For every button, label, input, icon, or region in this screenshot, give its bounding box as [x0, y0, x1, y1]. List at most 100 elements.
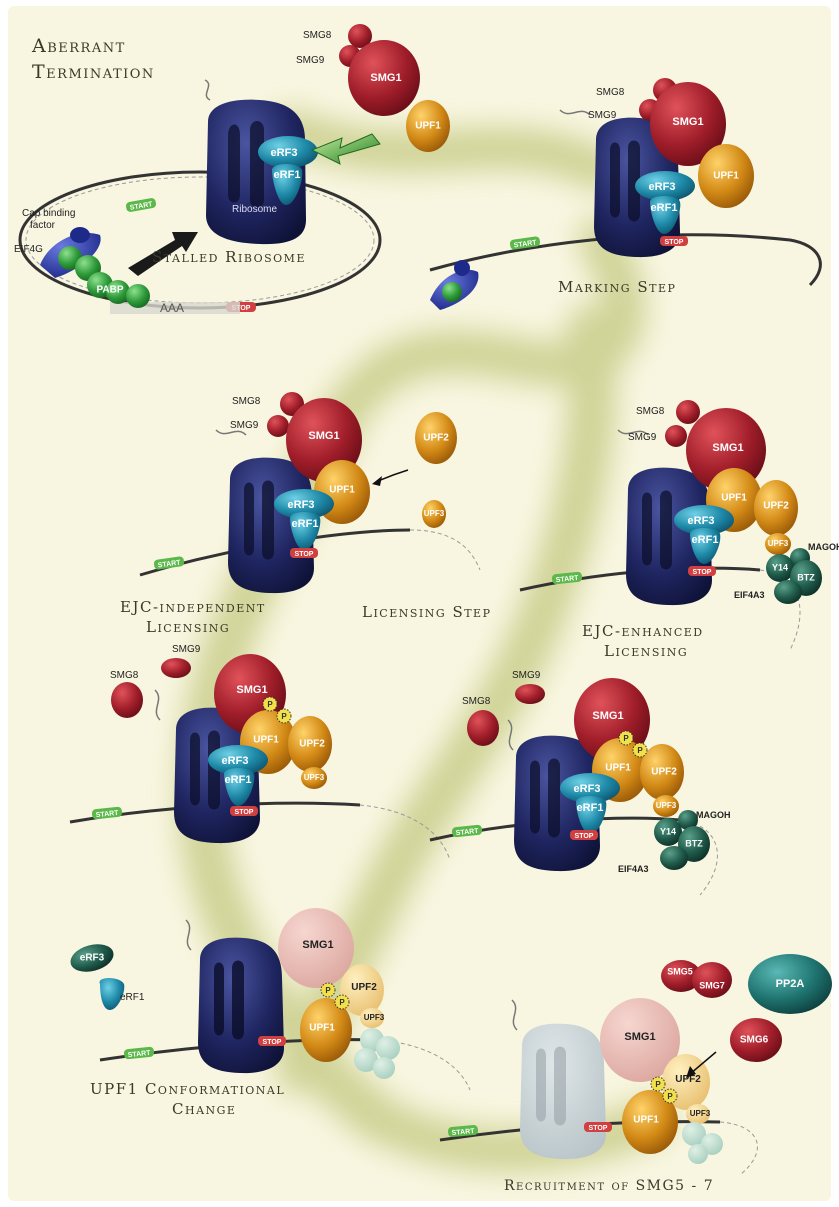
erf3-label: eRF3: [271, 147, 298, 159]
panel-upf1-conformational-change: eRF3 eRF1 SMG1 UPF2 UPF1 UPF3 P P START …: [70, 908, 471, 1118]
svg-text:eRF1: eRF1: [120, 992, 145, 1003]
polya-tail-label: AAA: [160, 301, 184, 315]
panel-marking-step: SMG1 UPF1 eRF3 eRF1 SMG8 SMG9 START STOP…: [429, 78, 822, 310]
svg-text:P: P: [637, 746, 643, 755]
svg-text:eRF1: eRF1: [577, 802, 604, 814]
phosphate-icon: [262, 696, 278, 712]
svg-text:STOP: STOP: [693, 569, 712, 576]
svg-text:eRF1: eRF1: [292, 518, 319, 530]
upf1-protein: [406, 100, 450, 152]
svg-text:SMG9: SMG9: [628, 432, 657, 443]
smg8-label: SMG8: [303, 30, 332, 41]
svg-text:SMG8: SMG8: [110, 670, 139, 681]
svg-text:SMG8: SMG8: [636, 406, 665, 417]
svg-text:UPF2: UPF2: [651, 767, 677, 778]
svg-text:UPF3: UPF3: [304, 773, 325, 782]
phosphate-icon: [618, 730, 634, 746]
svg-text:SMG1: SMG1: [712, 442, 743, 454]
eif4g-label: EIF4G: [14, 244, 43, 255]
svg-text:UPF1: UPF1: [713, 171, 739, 182]
svg-text:START: START: [451, 1128, 475, 1137]
panel-stalled-ribosome: Ribosome eRF3 eRF1 START STOP AAA PABP C…: [14, 35, 382, 315]
svg-text:P: P: [325, 986, 331, 995]
svg-text:START: START: [555, 575, 579, 584]
svg-text:SMG1: SMG1: [236, 684, 267, 696]
cap-binding-factor: [70, 227, 90, 243]
svg-text:eRF1: eRF1: [225, 774, 252, 786]
svg-text:eRF3: eRF3: [222, 755, 249, 767]
svg-text:START: START: [157, 559, 181, 569]
title-ejc-enhanced-1: EJC-enhanced: [582, 622, 704, 640]
svg-text:SMG1: SMG1: [302, 939, 333, 951]
svg-text:UPF2: UPF2: [675, 1074, 701, 1085]
svg-text:EIF4A3: EIF4A3: [734, 590, 765, 600]
svg-text:EIF4A3: EIF4A3: [618, 864, 649, 874]
smg1-complex-free: SMG1 UPF1 SMG8 SMG9: [296, 24, 450, 152]
svg-text:SMG1: SMG1: [672, 116, 703, 128]
panel-phosphorylation-right: SMG8 SMG9 SMG1 UPF1 UPF2 UPF3 P P eRF3 e…: [429, 670, 731, 896]
svg-text:SMG8: SMG8: [462, 696, 491, 707]
svg-text:SMG9: SMG9: [512, 670, 541, 681]
svg-text:BTZ: BTZ: [797, 572, 815, 582]
svg-text:UPF1: UPF1: [605, 763, 631, 774]
svg-text:START: START: [127, 1050, 151, 1059]
svg-text:UPF3: UPF3: [768, 539, 789, 548]
svg-text:SMG8: SMG8: [596, 87, 625, 98]
title-upf1-change-1: UPF1 Conformational: [90, 1080, 285, 1098]
svg-text:SMG6: SMG6: [740, 1035, 769, 1046]
stall-arrow-icon: [128, 232, 198, 276]
phosphate-icon: [632, 742, 648, 758]
smg1-protein: [348, 40, 420, 116]
svg-text:Y14: Y14: [772, 562, 788, 572]
svg-text:P: P: [623, 734, 629, 743]
svg-text:PP2A: PP2A: [776, 978, 805, 990]
svg-text:UPF1: UPF1: [721, 493, 747, 504]
erf1-protein: [272, 164, 303, 205]
phosphate-icon: [650, 1076, 666, 1092]
svg-text:START: START: [129, 201, 153, 212]
svg-text:STOP: STOP: [575, 833, 594, 840]
svg-text:SMG9: SMG9: [588, 110, 617, 121]
title-licensing-step: Licensing Step: [362, 603, 491, 621]
svg-text:START: START: [95, 810, 119, 819]
svg-text:eRF3: eRF3: [688, 515, 715, 527]
svg-text:UPF1: UPF1: [415, 121, 441, 132]
svg-text:UPF3: UPF3: [364, 1013, 385, 1022]
svg-text:SMG1: SMG1: [592, 710, 623, 722]
svg-text:eRF3: eRF3: [288, 499, 315, 511]
svg-text:STOP: STOP: [295, 551, 314, 558]
svg-text:P: P: [667, 1092, 673, 1101]
svg-text:UPF3: UPF3: [690, 1109, 711, 1118]
svg-text:SMG8: SMG8: [232, 396, 261, 407]
svg-text:UPF2: UPF2: [423, 433, 449, 444]
svg-text:eRF1: eRF1: [692, 534, 719, 546]
svg-text:MAGOH: MAGOH: [696, 810, 731, 820]
title-recruitment: Recruitment of SMG5 - 7: [504, 1178, 714, 1194]
ribosome-label: Ribosome: [232, 204, 277, 215]
svg-text:START: START: [455, 828, 479, 837]
recruit-smg-arrow-icon: [689, 1051, 717, 1075]
svg-text:UPF2: UPF2: [763, 501, 789, 512]
svg-text:BTZ: BTZ: [685, 838, 703, 848]
svg-text:SMG9: SMG9: [172, 644, 201, 655]
svg-text:SMG1: SMG1: [308, 430, 339, 442]
svg-text:UPF1: UPF1: [309, 1023, 335, 1034]
cap-binding-label-2: factor: [30, 220, 56, 231]
svg-text:SMG5: SMG5: [667, 966, 693, 976]
pabp-protein: [126, 284, 150, 308]
svg-text:eRF1: eRF1: [651, 202, 678, 214]
svg-text:P: P: [339, 998, 345, 1007]
phosphate-icon: [276, 708, 292, 724]
panel-recruitment-smg5-7: SMG5 SMG7 PP2A SMG6 SMG1 UPF2 UPF1 UPF3 …: [439, 954, 832, 1194]
panel-ejc-independent: SMG1 UPF1 eRF3 eRF1 SMG8 SMG9 START STOP…: [120, 392, 481, 636]
svg-text:STOP: STOP: [235, 809, 254, 816]
svg-text:STOP: STOP: [232, 305, 251, 312]
svg-text:STOP: STOP: [589, 1125, 608, 1132]
svg-text:STOP: STOP: [665, 239, 684, 246]
svg-text:P: P: [655, 1080, 661, 1089]
svg-text:P: P: [267, 700, 273, 709]
title-ejc-independent-1: EJC-independent: [120, 598, 266, 616]
pabp-label: PABP: [96, 285, 123, 296]
svg-text:Y14: Y14: [660, 826, 676, 836]
